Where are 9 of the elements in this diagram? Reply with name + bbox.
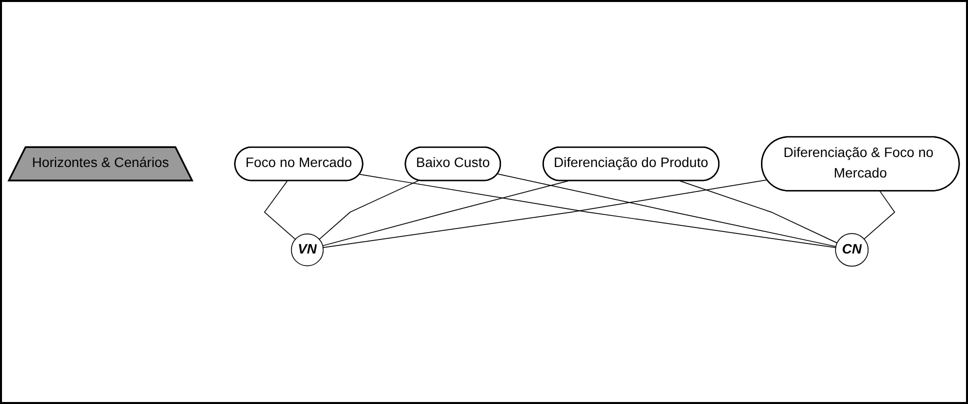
connector (264, 180, 296, 240)
node-circle: VN (290, 234, 324, 267)
connector (359, 174, 836, 248)
connector (318, 180, 420, 240)
node-circle: CN (835, 234, 869, 268)
connector (322, 180, 569, 247)
connector (497, 174, 836, 248)
connector (679, 180, 838, 244)
connector (322, 180, 768, 249)
